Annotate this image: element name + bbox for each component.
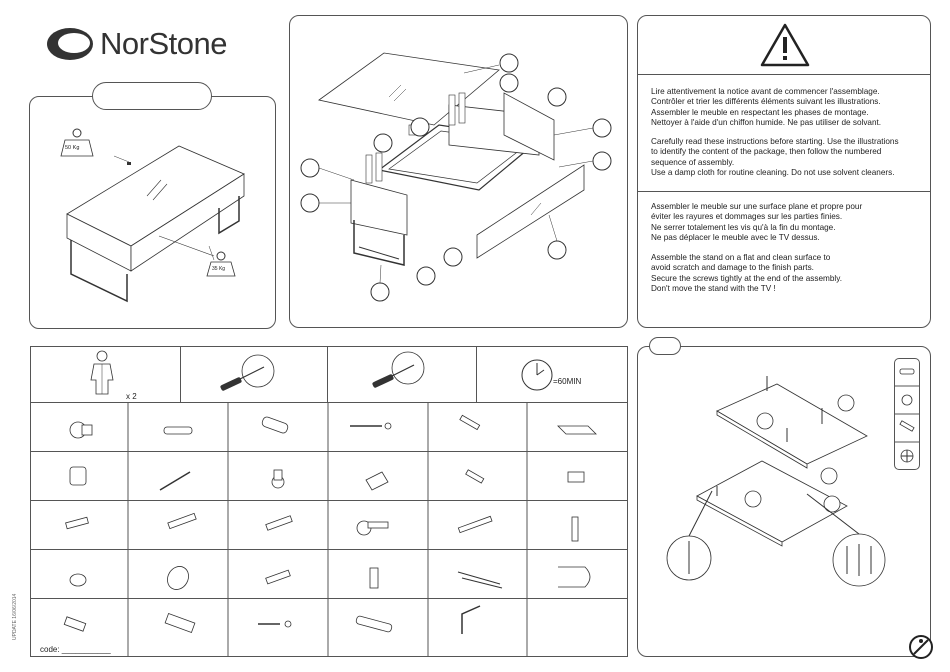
step-hardware-icons [894,368,920,463]
warning-triangle-icon [760,23,810,67]
warning-panel [637,15,931,328]
screwdriver-icon [220,354,275,391]
panel-tab [92,82,212,110]
people-icon [90,350,114,395]
tv-stand-illustration [66,145,245,303]
warning-line: Use a damp cloth for routine cleaning. D… [651,167,895,177]
warning-line: Contrôler et trier les différents élémen… [651,97,881,107]
tool-cell-screwdriver-flat [181,347,328,402]
tools-row [31,347,627,403]
assembly-step-illustration [666,376,886,587]
people-count: x 2 [126,392,137,401]
parts-row [31,501,627,550]
brand-logo: NorStone [46,24,256,64]
code-field: code: ___________ [40,645,111,654]
step-number-tab [649,337,681,355]
tool-cell-screwdriver-cross [328,347,477,402]
warning-line: Assembler le meuble en respectant les ph… [651,107,869,117]
warning-divider-top [637,74,931,75]
warning-en-1: Carefully read these instructions before… [651,137,899,178]
warning-line: Assemble the stand on a flat and clean s… [651,253,831,262]
wrench-icon [909,635,933,659]
weight-top-label: 50 Kg [65,145,80,151]
warning-line: Ne serrer totalement les vis qu'à la fin… [651,222,836,232]
tool-cell-people [31,347,181,402]
warning-line: Ne pas déplacer le meuble avec le TV des… [651,232,820,242]
warning-line: Carefully read these instructions before… [651,137,899,146]
warning-line: Lire attentivement la notice avant de co… [651,87,880,96]
warning-line: Don't move the stand with the TV ! [651,283,776,293]
parts-icons [63,414,597,634]
weight-shelf-label: 35 Kg [212,266,226,272]
brand-name: NorStone [100,26,227,61]
warning-line: Secure the screws tightly at the end of … [651,273,842,283]
parts-row [31,550,627,599]
warning-line: Assembler le meuble sur une surface plan… [651,202,863,211]
warning-divider-mid [637,191,931,192]
update-note: UPDATE 16/06/2014 [12,593,18,640]
warning-line: avoid scratch and damage to the finish p… [651,263,814,273]
weight-top-icon [60,128,94,157]
warning-en-2: Assemble the stand on a flat and clean s… [651,253,842,294]
warning-line: éviter les rayures et dommages sur les p… [651,212,843,222]
parts-row [31,452,627,501]
warning-fr-1: Lire attentivement la notice avant de co… [651,87,881,128]
exploded-view-illustration [300,52,612,302]
stopwatch-icon [521,359,553,391]
warning-line: sequence of assembly. [651,157,735,167]
brand-logo-mark [47,28,93,60]
warning-fr-2: Assembler le meuble sur une surface plan… [651,202,862,243]
weight-shelf-icon [206,251,236,277]
hardware-grid [30,346,628,657]
parts-grid-lines [127,402,528,657]
warning-line: Nettoyer à l'aide d'un chiffon humide. N… [651,117,882,127]
warning-line: to identify the content of the package, … [651,147,882,157]
time-label: =60MIN [553,377,582,386]
screwdriver-cross-icon [372,351,425,388]
parts-row [31,403,627,452]
